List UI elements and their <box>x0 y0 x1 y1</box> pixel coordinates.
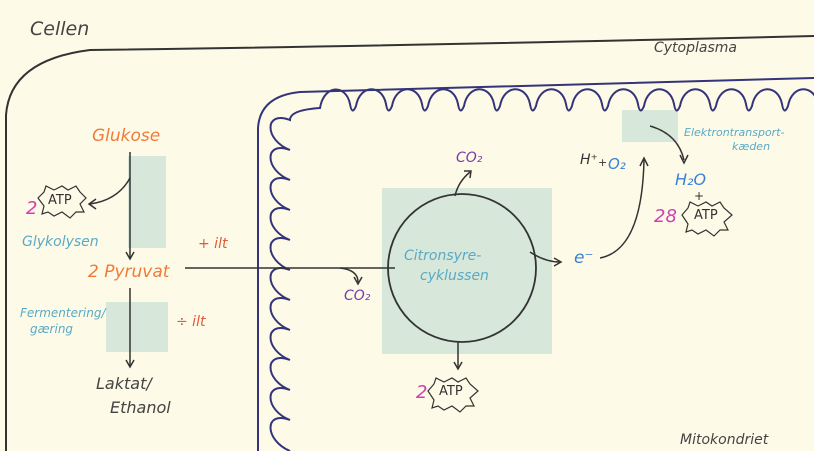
cell-title: Cellen <box>30 18 90 40</box>
etc-label-line1: Elektrontransport- <box>684 126 785 139</box>
product-label-line2: Ethanol <box>110 398 171 417</box>
cycle-atp-count: 2 <box>416 382 428 403</box>
arrow-to-co2-left <box>339 267 359 283</box>
arrow-head-atp <box>87 198 97 210</box>
citric-cycle-label-line1: Citronsyre- <box>404 248 482 264</box>
arrow-head-co2-left <box>353 276 363 286</box>
proton-label: H⁺ <box>580 152 598 168</box>
citric-cycle-label-line2: cyklussen <box>420 268 489 284</box>
arrow-head-product <box>125 359 135 369</box>
glycolysis-atp-label: ATP <box>48 193 72 208</box>
arrow-head-water <box>679 154 689 165</box>
atp-burst-etc <box>681 201 733 237</box>
proton-plus-sign: + <box>598 156 608 169</box>
mitochondrion-label: Mitokondriet <box>680 432 769 448</box>
cytoplasm-label: Cytoplasma <box>654 40 737 56</box>
etc-atp-label: ATP <box>694 208 718 223</box>
arrow-head-cycle-atp <box>453 361 463 371</box>
cell-membrane <box>5 35 814 451</box>
oxygen-label: O₂ <box>608 155 626 173</box>
arrow-etc-to-water <box>649 125 685 161</box>
arrow-cycle-to-electrons <box>529 251 561 263</box>
water-label: H₂O <box>675 170 707 189</box>
atp-burst-cycle <box>427 377 479 413</box>
arrow-head-etc <box>639 156 649 167</box>
mitochondrion-inner-membrane <box>269 88 814 451</box>
cycle-atp-label: ATP <box>439 384 463 399</box>
fermentation-label-line2: gæring <box>30 322 74 336</box>
anaerobic-condition-label: ÷ ilt <box>176 314 206 330</box>
co2-left-label: CO₂ <box>344 288 371 304</box>
electrons-label: e⁻ <box>574 248 594 268</box>
glycolysis-process-label: Glykolysen <box>22 234 99 250</box>
glycolysis-highlight <box>128 156 166 248</box>
etc-label-line2: kæden <box>732 140 771 153</box>
arrow-head-co2-top <box>464 170 472 179</box>
arrow-head-electrons <box>553 257 563 267</box>
product-label-line1: Laktat/ <box>96 374 152 393</box>
glucose-label: Glukose <box>92 126 161 146</box>
mitochondrion-outer-membrane <box>257 77 814 451</box>
arrow-electrons-to-etc <box>599 159 645 259</box>
glycolysis-atp-count: 2 <box>26 198 38 219</box>
pyruvate-label: 2 Pyruvat <box>88 262 170 282</box>
fermentation-label-line1: Fermentering/ <box>20 306 106 320</box>
arrow-glycolysis-to-atp <box>89 177 131 205</box>
aerobic-condition-label: + ilt <box>198 236 228 252</box>
arrow-head-pyruvate <box>125 251 135 261</box>
arrow-cycle-to-co2-top <box>454 171 471 197</box>
etc-atp-count: 28 <box>654 206 677 227</box>
fermentation-highlight <box>106 302 168 352</box>
water-plus-sign: + <box>694 189 705 203</box>
atp-burst-glycolysis <box>37 185 87 219</box>
co2-top-label: CO₂ <box>456 150 483 166</box>
